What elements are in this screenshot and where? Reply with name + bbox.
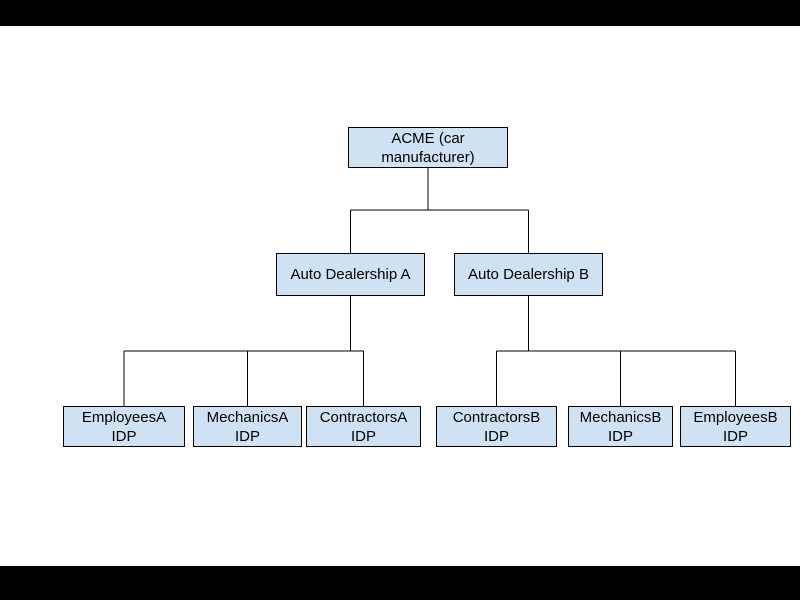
letterbox-top [0, 0, 800, 26]
node-employeesa-idp: EmployeesA IDP [63, 406, 185, 447]
letterbox-bottom [0, 566, 800, 600]
node-mechanicsb-idp: MechanicsB IDP [568, 406, 673, 447]
node-auto-dealership-a: Auto Dealership A [276, 253, 425, 296]
node-contractorsb-idp: ContractorsB IDP [436, 406, 557, 447]
node-acme: ACME (car manufacturer) [348, 127, 508, 168]
connector-lines [123, 168, 736, 406]
node-mechanicsa-idp: MechanicsA IDP [193, 406, 302, 447]
node-contractorsa-idp: ContractorsA IDP [306, 406, 421, 447]
connector-dealership-b-to-idps [496, 296, 736, 406]
connector-acme-to-dealerships [350, 168, 529, 253]
node-auto-dealership-b: Auto Dealership B [454, 253, 603, 296]
node-employeesb-idp: EmployeesB IDP [680, 406, 791, 447]
diagram-canvas: ACME (car manufacturer) Auto Dealership … [0, 26, 800, 566]
connector-dealership-a-to-idps [123, 296, 364, 406]
